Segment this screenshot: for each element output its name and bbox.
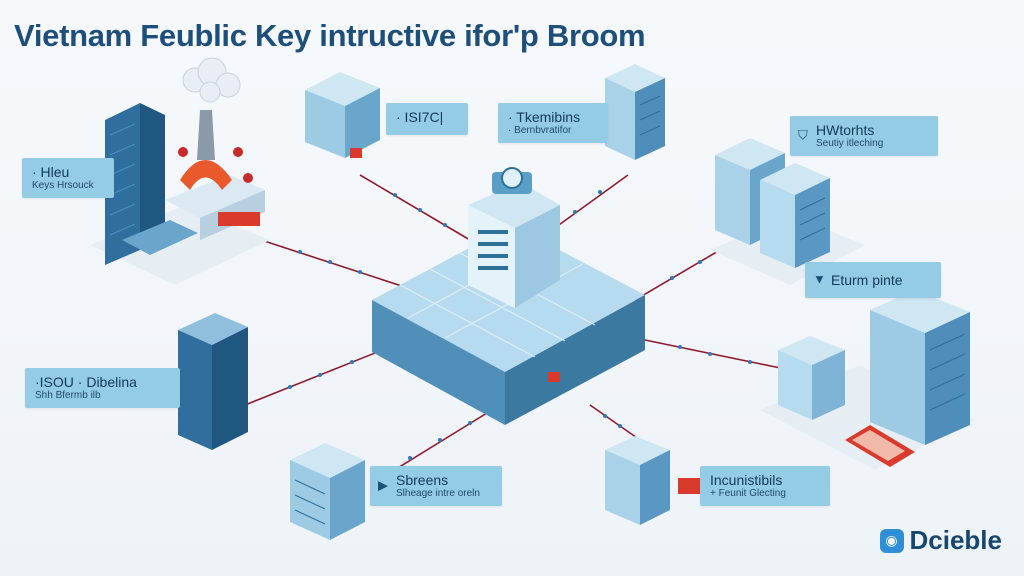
- label-hleu: · Hleu Keys Hrsouck: [22, 158, 114, 198]
- building-sw: [290, 443, 365, 540]
- label-tkmibins: · Tkemibins · Bernbvratifor: [498, 103, 608, 143]
- padlock-icon: [678, 478, 700, 494]
- shield-icon: ⛉: [798, 127, 808, 143]
- brand-name: Dcieble: [909, 525, 1003, 555]
- label-eturmpinte: ▼ Eturm pinte: [805, 262, 941, 298]
- brain-icon: ◉: [879, 528, 904, 553]
- building-cluster-ne: [710, 138, 865, 285]
- building-e: [760, 290, 975, 470]
- label-sbreens: ▶ Sbreens Slheage intre oreln: [370, 466, 502, 506]
- label-isi7c: · ISI7C|: [386, 103, 468, 135]
- building-s: [605, 436, 700, 525]
- page-title: Vietnam Feublic Key intructive ifor'p Br…: [14, 18, 646, 53]
- brand-logo: ◉ Dcieble: [879, 525, 1003, 556]
- connector-nw: [254, 237, 421, 293]
- connector-ne: [634, 249, 721, 301]
- screen-icon: ▼: [813, 271, 826, 287]
- connector-se: [589, 404, 641, 441]
- connector-dots: [288, 190, 752, 460]
- label-dibelina: ·ISOU · Dibelina Shh Bfermb ilb: [25, 368, 180, 408]
- connector-n1: [359, 174, 471, 241]
- screen-icon: ▶: [378, 477, 388, 493]
- central-hub-building: [372, 167, 645, 425]
- phone-icon: [845, 425, 915, 467]
- lock-icon: [492, 167, 532, 194]
- building-n1: [305, 72, 380, 158]
- building-n2: [605, 64, 665, 160]
- label-hwtorhts: ⛉ HWtorhts Seutiy itleching: [790, 116, 938, 156]
- tower-nw: [90, 57, 270, 285]
- label-incunistibls: Incunistibils + Feunit Glecting: [700, 466, 830, 506]
- connector-e: [644, 339, 791, 371]
- tower-w: [178, 313, 248, 450]
